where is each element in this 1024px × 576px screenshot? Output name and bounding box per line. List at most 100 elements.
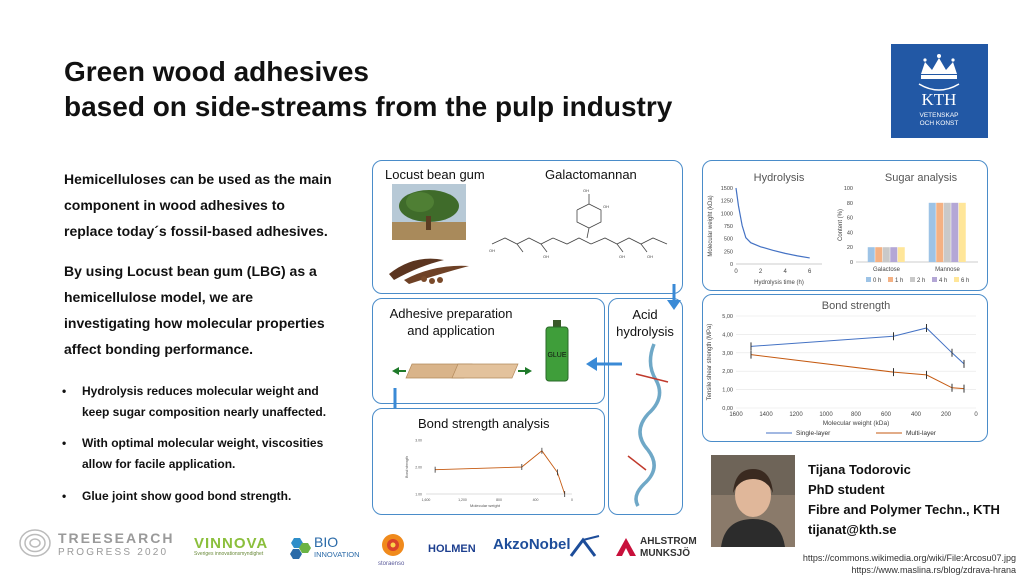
author-name: Tijana Todorovic bbox=[808, 462, 911, 477]
acid-label-line: Acid bbox=[632, 307, 658, 322]
bar bbox=[897, 247, 905, 262]
vinnova-text: VINNOVA bbox=[194, 535, 269, 552]
bullet-dot-icon: • bbox=[62, 489, 67, 503]
x-tick-label: 1000 bbox=[819, 412, 833, 418]
legend-label: 1 h bbox=[895, 278, 903, 284]
bullet-line: Glue joint show good bond strength. bbox=[82, 489, 292, 503]
kth-sub-1: VETENSKAP bbox=[919, 112, 958, 119]
title-line-1: Green wood adhesives bbox=[64, 56, 369, 87]
akzonobel-text: AkzoNobel bbox=[493, 536, 571, 553]
adhesive-label: Adhesive preparation and application bbox=[386, 305, 516, 339]
image-credits: https://commons.wikimedia.org/wiki/File:… bbox=[803, 552, 1016, 576]
credit-link[interactable]: https://www.maslina.rs/blog/zdrava-hrana bbox=[851, 565, 1016, 575]
x-tick-label: 1,200 bbox=[458, 498, 467, 502]
author-role: PhD student bbox=[808, 482, 885, 497]
y-tick-label: 500 bbox=[724, 237, 733, 243]
intro-line: component in wood adhesives to bbox=[64, 197, 285, 213]
credit-link[interactable]: https://commons.wikimedia.org/wiki/File:… bbox=[802, 553, 1016, 563]
locust-label: Locust bean gum bbox=[385, 167, 485, 182]
x-axis-label: Molecular weight bbox=[470, 503, 501, 508]
legend-swatch bbox=[932, 277, 937, 282]
vinnova-sub: Sveriges innovationsmyndighet bbox=[194, 551, 264, 557]
x-tick-label: 200 bbox=[941, 412, 952, 418]
bullet-line: Hydrolysis reduces molecular weight and bbox=[82, 384, 319, 398]
x-axis-label: Molecular weight (kDa) bbox=[823, 420, 889, 427]
legend-label: Single-layer bbox=[796, 430, 831, 437]
innovation-text: INNOVATION bbox=[314, 550, 360, 559]
y-axis-label: Molecular weight (kDa) bbox=[708, 195, 714, 256]
x-tick-label: 800 bbox=[496, 498, 502, 502]
galacto-label: Galactomannan bbox=[545, 167, 637, 182]
panel-hydrolysis bbox=[608, 298, 683, 515]
glue-bottle-icon: GLUE bbox=[543, 320, 571, 382]
treesearch-text-1: TREESEARCH bbox=[58, 530, 175, 546]
bar bbox=[867, 247, 875, 262]
tree-photo bbox=[392, 184, 466, 240]
x-tick-label: 0 bbox=[571, 498, 573, 502]
x-axis-label: Hydrolysis time (h) bbox=[754, 280, 804, 286]
x-tick-label: 400 bbox=[533, 498, 539, 502]
y-tick-label: 1,00 bbox=[722, 388, 733, 394]
bond-analysis-label: Bond strength analysis bbox=[418, 416, 550, 431]
bullet-dot-icon: • bbox=[62, 436, 67, 450]
y-axis-label: Bond strength bbox=[405, 456, 409, 478]
svg-text:OH: OH bbox=[543, 254, 549, 259]
x-tick-label: Mannose bbox=[935, 267, 960, 273]
y-tick-label: 3,00 bbox=[722, 351, 733, 357]
bar bbox=[882, 247, 890, 262]
y-tick-label: 0 bbox=[730, 262, 733, 268]
ahlstrom-mark-icon bbox=[616, 538, 636, 556]
intro-paragraph-1: Hemicelluloses can be used as the main c… bbox=[64, 166, 364, 244]
y-tick-label: 4,00 bbox=[722, 332, 733, 338]
legend-label: 0 h bbox=[873, 278, 881, 284]
svg-text:OH: OH bbox=[583, 188, 589, 193]
legend-swatch bbox=[866, 277, 871, 282]
intro-line: Hemicelluloses can be used as the main bbox=[64, 171, 332, 187]
x-tick-label: 0 bbox=[734, 269, 738, 275]
bond-strength-chart: Bond strength0,001,002,003,004,005,00160… bbox=[707, 300, 978, 437]
bar bbox=[958, 202, 966, 262]
ahlstrom-logo: AHLSTROM MUNKSJÖ bbox=[614, 536, 697, 563]
y-tick-label: 1000 bbox=[721, 211, 733, 217]
y-tick-label: 0,00 bbox=[722, 406, 733, 412]
series-line bbox=[735, 187, 810, 259]
x-tick-label: 400 bbox=[911, 412, 922, 418]
bar bbox=[875, 247, 883, 262]
legend-swatch bbox=[888, 277, 893, 282]
chart-title: Bond strength bbox=[822, 300, 891, 312]
chart-title: Sugar analysis bbox=[885, 172, 958, 184]
bullet-item: • Hydrolysis reduces molecular weight an… bbox=[62, 381, 362, 423]
y-tick-label: 3.00 bbox=[415, 439, 422, 443]
y-tick-label: 750 bbox=[724, 224, 733, 230]
storaenso-logo: storaenso bbox=[378, 531, 408, 567]
kth-logo: KTH VETENSKAP OCH KONST bbox=[891, 44, 988, 138]
ahlstrom-text-1: AHLSTROM bbox=[640, 536, 697, 547]
x-tick-label: 6 bbox=[808, 269, 812, 275]
legend-swatch bbox=[954, 277, 959, 282]
bullet-dot-icon: • bbox=[62, 384, 67, 398]
bullet-line: keep sugar composition nearly unaffected… bbox=[82, 405, 327, 419]
y-tick-label: 2,00 bbox=[722, 369, 733, 375]
series-line bbox=[435, 450, 566, 495]
panel-bond-analysis bbox=[372, 408, 605, 515]
svg-text:OH: OH bbox=[619, 254, 625, 259]
author-block: Tijana Todorovic PhD student Fibre and P… bbox=[808, 460, 1000, 540]
wood-joint-illustration bbox=[392, 363, 532, 379]
acid-label-line: hydrolysis bbox=[616, 324, 674, 339]
author-email[interactable]: tijanat@kth.se bbox=[808, 522, 897, 537]
y-tick-label: 1.00 bbox=[415, 493, 422, 497]
x-tick-label: 1200 bbox=[789, 412, 803, 418]
akzonobel-logo: AkzoNobel bbox=[493, 535, 600, 557]
bullet-item: • With optimal molecular weight, viscosi… bbox=[62, 433, 362, 475]
x-tick-label: 1,600 bbox=[422, 498, 431, 502]
legend-label: 4 h bbox=[939, 278, 947, 284]
bullet-line: With optimal molecular weight, viscositi… bbox=[82, 436, 324, 450]
y-tick-label: 1500 bbox=[721, 186, 733, 192]
bar bbox=[928, 202, 936, 262]
legend-swatch bbox=[910, 277, 915, 282]
legend-label: 6 h bbox=[961, 278, 969, 284]
bar bbox=[951, 202, 959, 262]
